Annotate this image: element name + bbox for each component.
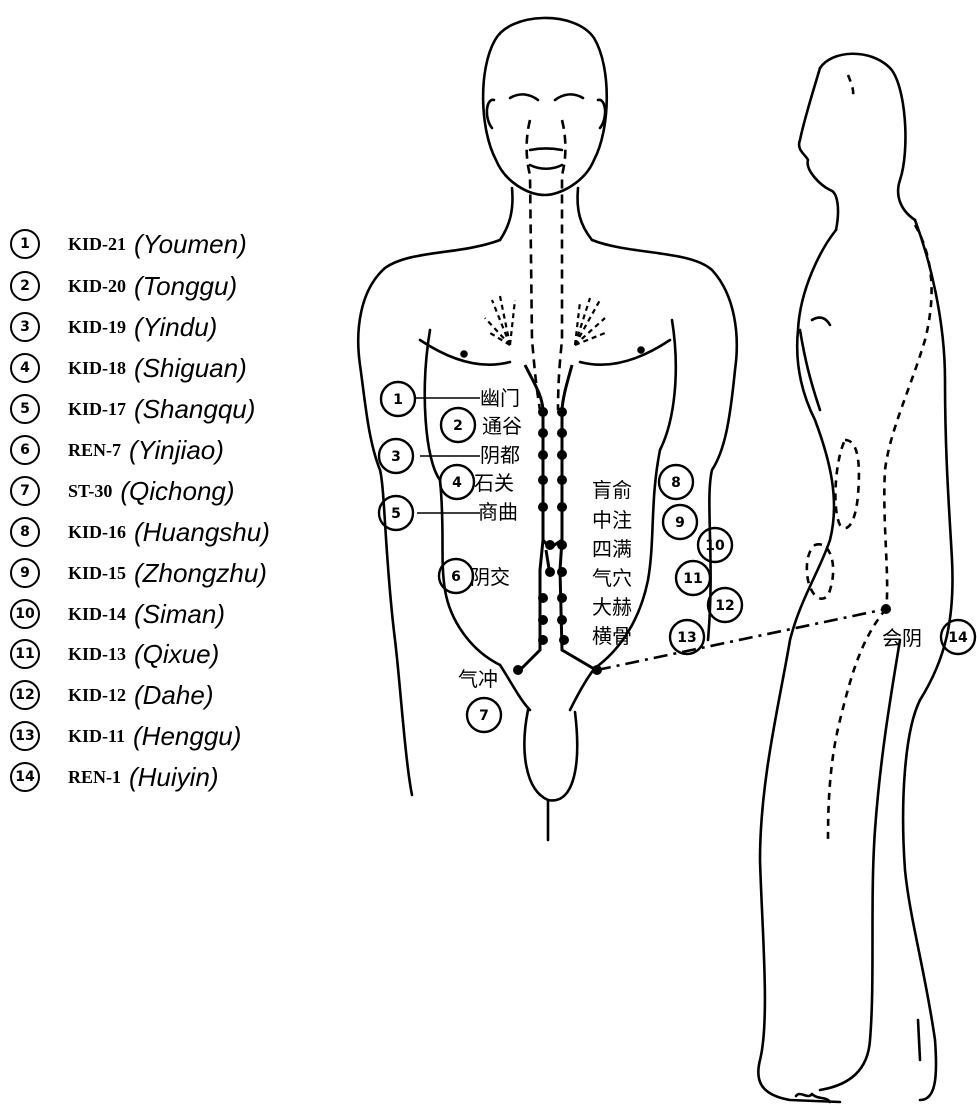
label-shiguan: 石关: [474, 471, 514, 495]
label-qichong: 气冲: [458, 667, 498, 691]
label-yindu: 阴都: [480, 443, 520, 467]
callout-5: 5: [391, 506, 401, 522]
callout-14: 14: [948, 630, 968, 646]
callout-9: 9: [675, 515, 685, 531]
callout-11: 11: [683, 571, 702, 587]
acupoint-dots: [513, 407, 891, 675]
callout-13: 13: [677, 630, 696, 646]
callout-1: 1: [393, 392, 403, 408]
label-siman: 四满: [592, 537, 632, 561]
callout-10: 10: [705, 538, 725, 554]
callout-6: 6: [451, 569, 461, 585]
label-dahe: 大赫: [592, 595, 632, 619]
chest-fan-lines: [485, 296, 605, 345]
front-body-outline: [358, 18, 737, 840]
front-dashed-pathways: [527, 120, 566, 410]
connector-line: [597, 609, 886, 670]
label-huiyin: 会阴: [882, 626, 922, 650]
label-shangqu: 商曲: [478, 500, 518, 524]
side-dashed-pathways: [807, 75, 932, 840]
label-youmen: 幽门: [480, 386, 520, 410]
callout-7: 7: [479, 708, 489, 724]
callout-8: 8: [671, 475, 681, 491]
label-henggu: 横骨: [592, 624, 632, 648]
label-zhongzhu: 中注: [592, 508, 632, 532]
callout-4: 4: [452, 475, 462, 491]
label-yinjiao: 阴交: [470, 565, 510, 589]
label-huangshu: 肓俞: [592, 478, 632, 502]
callout-12: 12: [715, 598, 734, 614]
side-body-outline: [758, 54, 952, 1102]
right-chinese-labels: 肓俞 中注 四满 气穴 大赫 横骨 会阴: [592, 478, 922, 650]
callout-3: 3: [391, 449, 401, 465]
callout-2: 2: [453, 418, 463, 434]
label-qixue: 气穴: [592, 566, 632, 590]
label-tonggu: 通谷: [482, 414, 522, 438]
left-chinese-labels: 幽门 通谷 阴都 石关 商曲 阴交 气冲: [458, 386, 522, 691]
